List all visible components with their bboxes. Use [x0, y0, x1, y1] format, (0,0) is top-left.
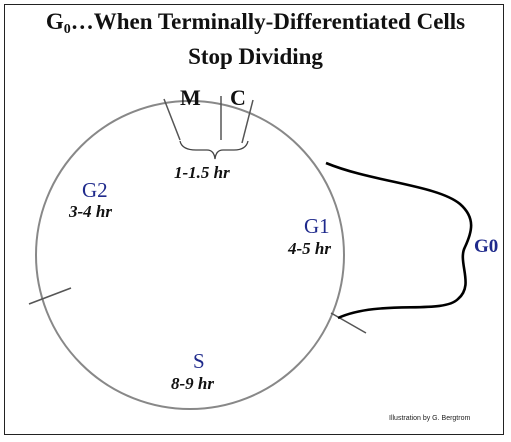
illustration-credit: Illustration by G. Bergtrom — [389, 415, 471, 422]
cell-cycle-circle — [35, 100, 345, 410]
title-line-2: Stop Dividing — [188, 44, 323, 69]
mc-brace — [179, 140, 249, 160]
m-start-tick — [163, 98, 181, 141]
mc-duration-label: 1-1.5 hr — [174, 163, 230, 182]
g0-label: G0 — [474, 236, 499, 257]
g1-duration-label: 4-5 hr — [288, 239, 331, 258]
m-phase-label: M — [180, 85, 201, 110]
c-phase-label: C — [230, 85, 246, 110]
title-subscript: 0 — [63, 22, 71, 37]
c-end-tick — [241, 99, 254, 144]
g0-loop — [325, 161, 473, 320]
title-line-1: G0…When Terminally-Differentiated Cells — [0, 8, 511, 43]
title-line-1-rest: …When Terminally-Differentiated Cells — [70, 9, 466, 34]
s-phase-label: S — [193, 349, 205, 373]
page-title: G0…When Terminally-Differentiated Cells … — [0, 8, 511, 70]
g2-phase-label: G2 — [82, 178, 108, 202]
title-prefix: G — [45, 9, 64, 34]
s-g1-boundary-tick — [330, 312, 367, 334]
g1-phase-label: G1 — [304, 214, 330, 238]
s-duration-label: 8-9 hr — [171, 374, 214, 393]
figure-frame — [4, 4, 504, 435]
g2-duration-label: 3-4 hr — [69, 202, 112, 221]
g2-s-boundary-tick — [28, 287, 72, 305]
